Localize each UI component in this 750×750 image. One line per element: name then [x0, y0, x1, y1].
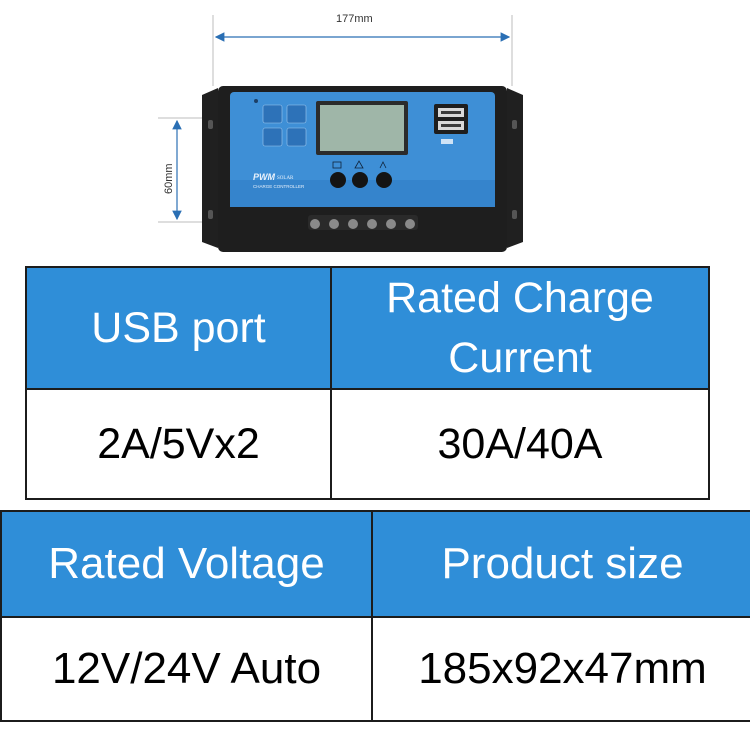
width-dimension-label: 177mm [336, 13, 373, 25]
spec-value-row: 12V/24V Auto 185x92x47mm [0, 616, 750, 722]
width-dimension [212, 15, 513, 86]
product-size-value: 185x92x47mm [371, 616, 750, 722]
height-dimension [158, 117, 204, 223]
usb-port-header: USB port [25, 266, 332, 390]
rated-charge-current-header: Rated Charge Current [330, 266, 710, 390]
height-dimension-label: 60mm [163, 163, 175, 194]
rated-voltage-value: 12V/24V Auto [0, 616, 373, 722]
rated-voltage-header: Rated Voltage [0, 510, 373, 618]
spec-table-top: USB port Rated Charge Current 2A/5Vx2 30… [25, 266, 710, 500]
load-button [376, 172, 392, 188]
mounting-bracket [202, 88, 523, 248]
spec-header-row: USB port Rated Charge Current [25, 266, 710, 390]
up-button [352, 172, 368, 188]
spec-table-bottom: Rated Voltage Product size 12V/24V Auto … [0, 510, 750, 722]
device-label: CHARGE CONTROLLER [253, 184, 305, 189]
brand-text: PWM [253, 172, 275, 182]
menu-button [330, 172, 346, 188]
product-size-header: Product size [371, 510, 750, 618]
product-illustration: PWM SOLAR CHARGE CONTROLLER 177mm 60mm [150, 0, 550, 262]
spec-header-row: Rated Voltage Product size [0, 510, 750, 618]
spec-value-row: 2A/5Vx2 30A/40A [25, 388, 710, 500]
rated-charge-current-value: 30A/40A [330, 388, 710, 500]
controller-body: PWM SOLAR CHARGE CONTROLLER [218, 86, 507, 252]
brand-subtext: SOLAR [277, 176, 294, 181]
usb-port-value: 2A/5Vx2 [25, 388, 332, 500]
